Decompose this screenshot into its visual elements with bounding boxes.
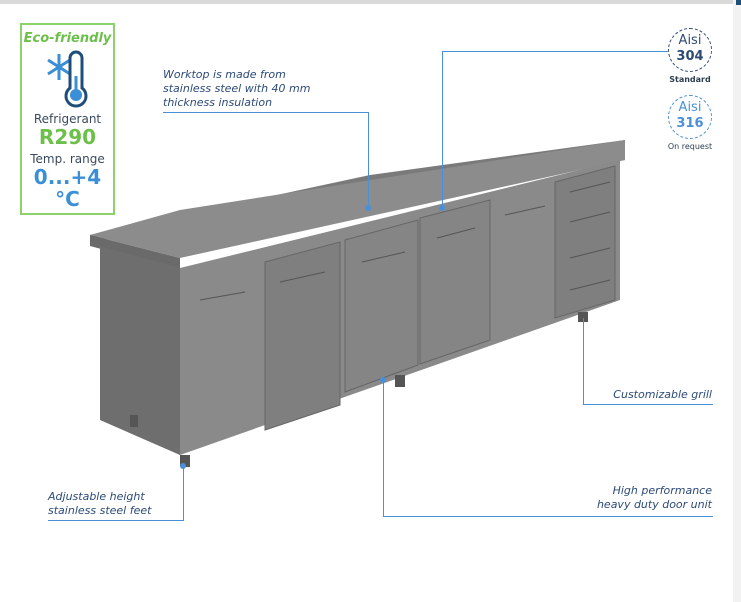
unit-line-1: High performance (612, 484, 712, 497)
unit-line-2: heavy duty door unit (596, 498, 712, 511)
badge-num: 304 (676, 49, 704, 64)
feet-dot (180, 463, 186, 469)
eco-title: Eco-friendly (23, 31, 112, 46)
right-accent (736, 0, 741, 5)
feet-line-2: stainless steel feet (48, 504, 152, 517)
temp-label: Temp. range (30, 152, 105, 166)
right-strip (733, 0, 741, 602)
feet-leader (48, 520, 184, 521)
unit-note: High performance heavy duty door unit (560, 484, 712, 512)
grill-note: Customizable grill (613, 388, 712, 401)
unit-leader-v (383, 380, 384, 516)
badge-num: 316 (676, 116, 704, 131)
badge-caption: Standard (669, 75, 711, 84)
grill-leader (583, 404, 713, 405)
eco-friendly-panel: Eco-friendly Refrigerant R290 Temp. rang… (20, 23, 115, 215)
feet-note: Adjustable height stainless steel feet (48, 490, 151, 518)
feet-line-1: Adjustable height (48, 490, 145, 503)
badge-top: Aisi (678, 33, 702, 48)
feet-leader-v (183, 466, 184, 520)
worktop-note: Worktop is made from stainless steel wit… (163, 68, 311, 110)
refrigerant-label: Refrigerant (33, 112, 102, 126)
grill-leader-v (583, 318, 584, 404)
aisi-leader (442, 51, 668, 52)
top-bar (0, 0, 733, 4)
snowflake-thermometer-icon (46, 50, 87, 108)
aisi-dot (439, 205, 445, 211)
badge-top: Aisi (678, 100, 702, 115)
worktop-line-3: thickness insulation (163, 96, 273, 109)
worktop-line-1: Worktop is made from (163, 68, 286, 81)
worktop-dot (365, 205, 371, 211)
badge-caption: On request (667, 142, 713, 151)
unit-dot (380, 377, 386, 383)
temp-value: 0...+4 °C (33, 165, 102, 211)
worktop-leader (163, 112, 369, 113)
worktop-leader-v (368, 112, 369, 208)
worktop-line-2: stainless steel with 40 mm (163, 82, 311, 95)
unit-leader (383, 516, 713, 517)
aisi-leader-v (442, 51, 443, 208)
refrigerant-value: R290 (38, 125, 97, 149)
